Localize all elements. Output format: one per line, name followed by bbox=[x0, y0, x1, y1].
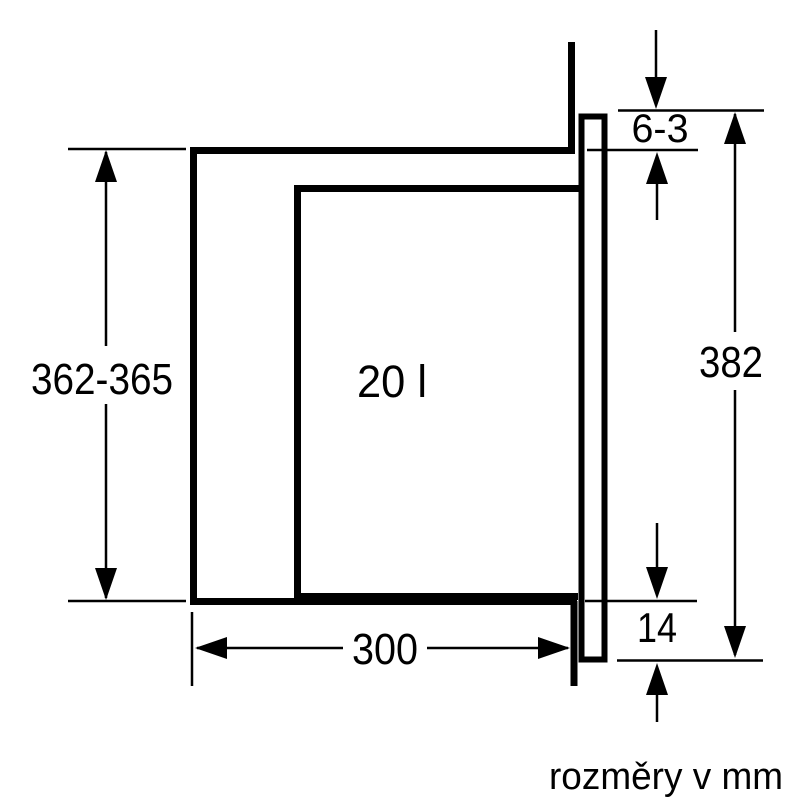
oven-cavity-outline bbox=[294, 185, 580, 599]
arrow-down-icon bbox=[646, 567, 668, 599]
dim-front-height-label: 382 bbox=[699, 338, 763, 387]
dim-niche-height: 362-365 bbox=[31, 147, 186, 603]
cabinet-structure bbox=[190, 42, 608, 686]
arrow-right-icon bbox=[538, 637, 570, 659]
capacity-label: 20 l bbox=[357, 356, 427, 407]
arrow-down-icon bbox=[724, 626, 746, 658]
dim-niche-depth-label: 300 bbox=[352, 625, 418, 674]
dim-niche-depth: 300 bbox=[190, 612, 570, 686]
dim-front-height: 382 bbox=[699, 112, 763, 658]
dim-top-gap: 6-3 bbox=[587, 30, 764, 220]
dim-top-gap-label: 6-3 bbox=[632, 107, 689, 151]
arrow-up-icon bbox=[646, 663, 668, 695]
arrow-up-icon bbox=[724, 112, 746, 144]
dim-bottom-overhang: 14 bbox=[585, 523, 763, 722]
niche-outline bbox=[190, 147, 577, 605]
dim-bottom-overhang-label: 14 bbox=[637, 604, 677, 651]
arrow-up-icon bbox=[95, 150, 117, 182]
arrow-left-icon bbox=[195, 637, 227, 659]
front-panel bbox=[578, 113, 608, 663]
arrow-down-icon bbox=[645, 77, 667, 109]
units-note: rozměry v mm bbox=[549, 756, 783, 798]
dim-niche-height-label: 362-365 bbox=[31, 355, 173, 404]
arrow-up-icon bbox=[646, 152, 668, 184]
arrow-down-icon bbox=[95, 568, 117, 600]
